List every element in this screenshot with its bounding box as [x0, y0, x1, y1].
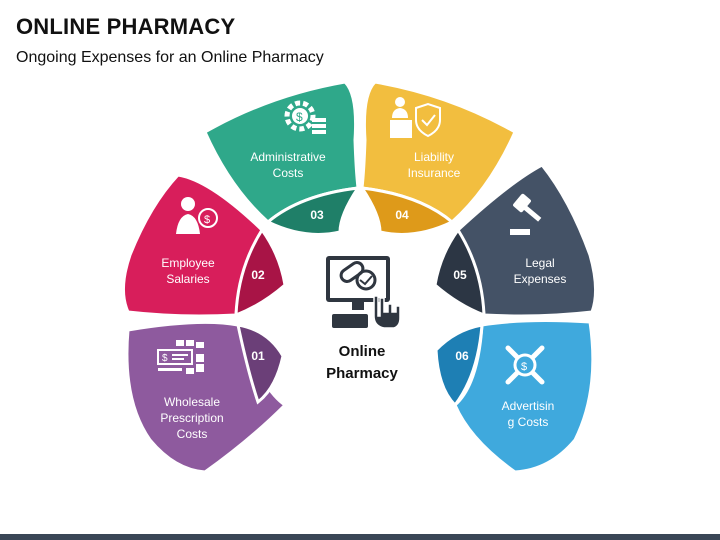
checks-cash-icon: $ [157, 340, 204, 374]
segment-01: 01 $ Wholesale Prescription Costs [125, 320, 288, 474]
page-subtitle: Ongoing Expenses for an Online Pharmacy [16, 49, 324, 66]
footer-bar [0, 534, 720, 540]
svg-text:$: $ [521, 361, 527, 373]
segment-04-tab [358, 186, 455, 236]
segment-01-tab [236, 323, 285, 405]
svg-text:$: $ [204, 214, 210, 226]
svg-text:$: $ [162, 353, 168, 364]
segment-02-label-line-1: Employee [161, 256, 215, 270]
segment-01-number: 01 [251, 349, 265, 363]
segment-04: 04 Liability Insurance [358, 80, 517, 236]
employee-salary-icon: $ [176, 197, 218, 234]
segment-05-label-line-1: Legal [525, 256, 554, 270]
computer-pills-icon [326, 256, 401, 329]
page-title: ONLINE PHARMACY [16, 14, 236, 39]
segment-06-label-line-1: Advertisin [502, 399, 555, 413]
segment-01-label-line-1: Wholesale [164, 395, 220, 409]
gavel-icon [510, 193, 542, 235]
segment-02-label-line-2: Salaries [166, 272, 209, 286]
segment-05: 05 Legal Expenses [433, 163, 597, 318]
segment-02-tab [234, 227, 287, 318]
megaphone-tools-icon: $ [505, 345, 545, 385]
segment-06-tab [434, 323, 484, 408]
segment-03-tab [265, 186, 362, 236]
segment-01-label-line-2: Prescription [160, 411, 223, 425]
segment-03-petal [203, 80, 360, 224]
segment-03-label-line-1: Administrative [250, 150, 326, 164]
segment-05-petal [456, 163, 597, 318]
center-label-line-1: Online [339, 343, 386, 360]
segment-06-number: 06 [455, 349, 469, 363]
segment-04-label-line-2: Insurance [408, 166, 461, 180]
gear-coins-icon: $ [284, 100, 326, 134]
segment-05-label-line-2: Expenses [514, 272, 567, 286]
segment-06-label-line-2: g Costs [508, 415, 549, 429]
segment-05-number: 05 [453, 268, 467, 282]
segment-02: 02 $ Employee Salaries [122, 173, 287, 318]
insurance-shield-icon [390, 97, 441, 138]
segment-02-number: 02 [251, 268, 265, 282]
segment-05-tab [433, 227, 486, 318]
segment-01-label-line-3: Costs [177, 427, 208, 441]
segment-06: 06 $ Advertisin g Costs [434, 319, 595, 474]
segment-04-label-line-1: Liability [414, 150, 454, 164]
svg-text:$: $ [296, 110, 303, 124]
segment-03: 03 $ Administrative Costs [203, 80, 362, 236]
segment-02-petal [122, 173, 264, 318]
segment-03-number: 03 [310, 208, 324, 222]
segment-04-number: 04 [395, 208, 409, 222]
segment-03-label-line-2: Costs [273, 166, 304, 180]
center-label-line-2: Pharmacy [326, 365, 398, 382]
